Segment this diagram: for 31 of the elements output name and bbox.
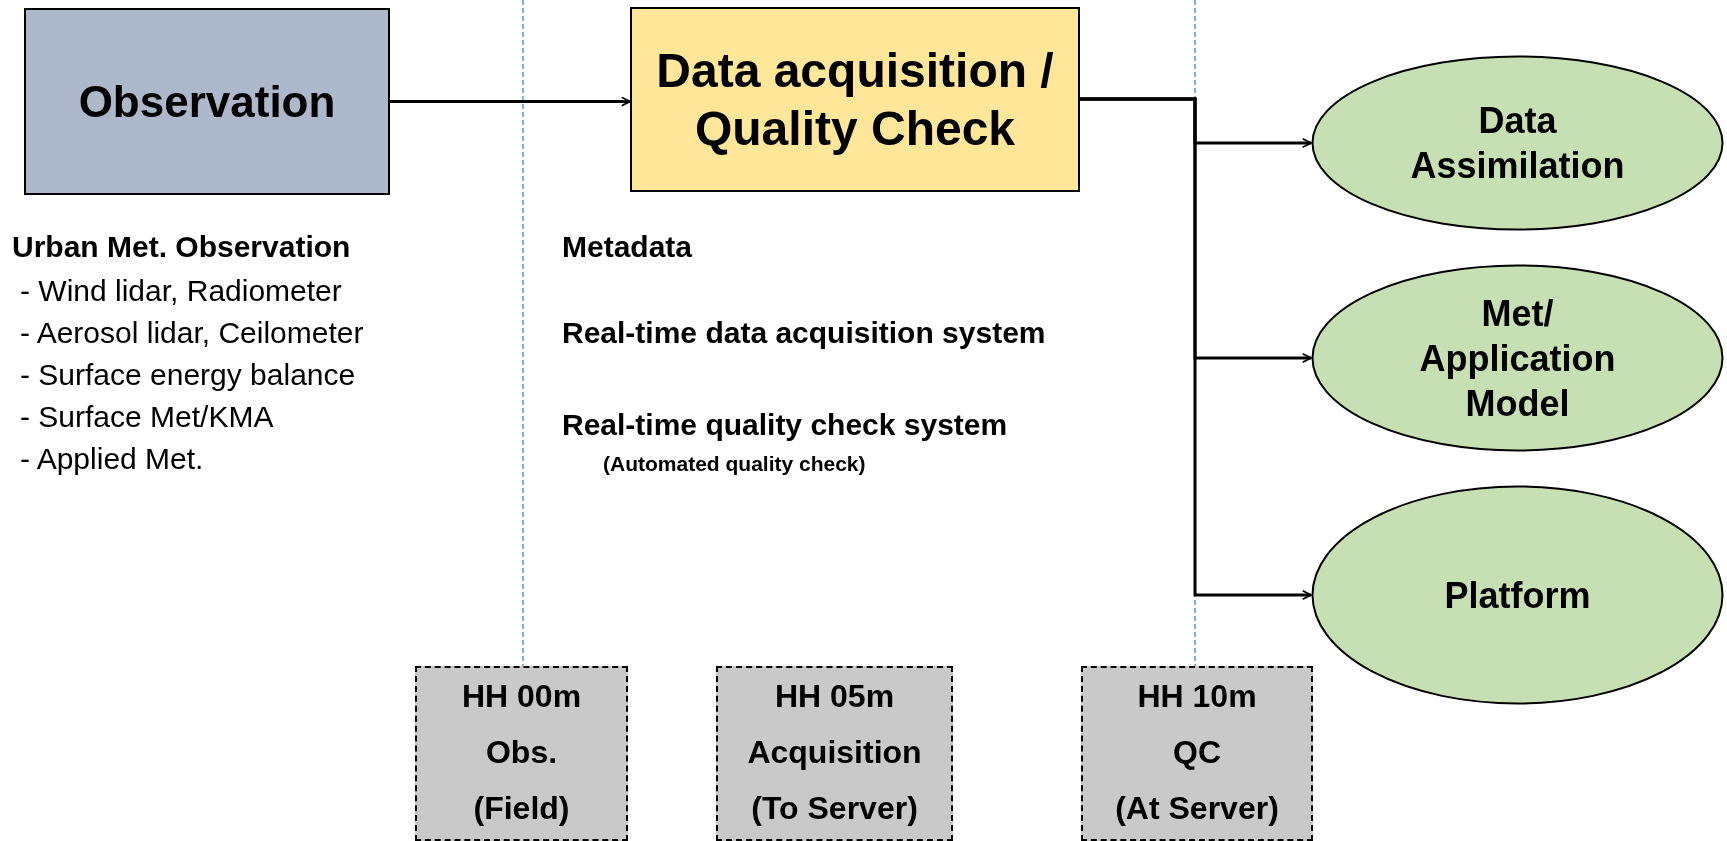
node-label: Data Assimilation <box>1409 99 1626 188</box>
list-item: - Surface energy balance <box>20 357 356 393</box>
section-heading: Real-time data acquisition system <box>562 315 1046 351</box>
section-heading: Urban Met. Observation <box>12 229 351 265</box>
time-label: Obs. <box>485 733 558 772</box>
process-box <box>630 7 1080 192</box>
list-item: - Surface Met/KMA <box>20 399 274 435</box>
time-label: (At Server) <box>1115 789 1279 828</box>
time-label: QC <box>1173 733 1221 772</box>
process-box <box>24 8 390 195</box>
list-item: - Wind lidar, Radiometer <box>20 273 342 309</box>
section-heading: Metadata <box>562 229 693 265</box>
node-label: Observation <box>77 75 337 128</box>
time-label: HH 05m <box>774 677 895 716</box>
list-item: - Applied Met. <box>20 441 204 477</box>
list-item: - Aerosol lidar, Ceilometer <box>20 315 364 351</box>
time-label: Acquisition <box>747 733 922 772</box>
time-label: (To Server) <box>751 789 918 828</box>
time-label: HH 00m <box>461 677 582 716</box>
arrow <box>390 96 631 107</box>
arrow <box>1080 97 1312 600</box>
time-box <box>415 666 628 841</box>
time-label: HH 10m <box>1137 677 1257 716</box>
time-box <box>1081 666 1313 841</box>
node-label: Data acquisition / Quality Check <box>655 42 1055 157</box>
time-label: (Field) <box>473 789 570 828</box>
node-label: Met/ Application Model <box>1418 291 1617 426</box>
time-box <box>716 666 953 841</box>
note-text: (Automated quality check) <box>603 451 866 477</box>
section-heading: Real-time quality check system <box>562 407 1008 443</box>
node-label: Platform <box>1443 573 1592 618</box>
